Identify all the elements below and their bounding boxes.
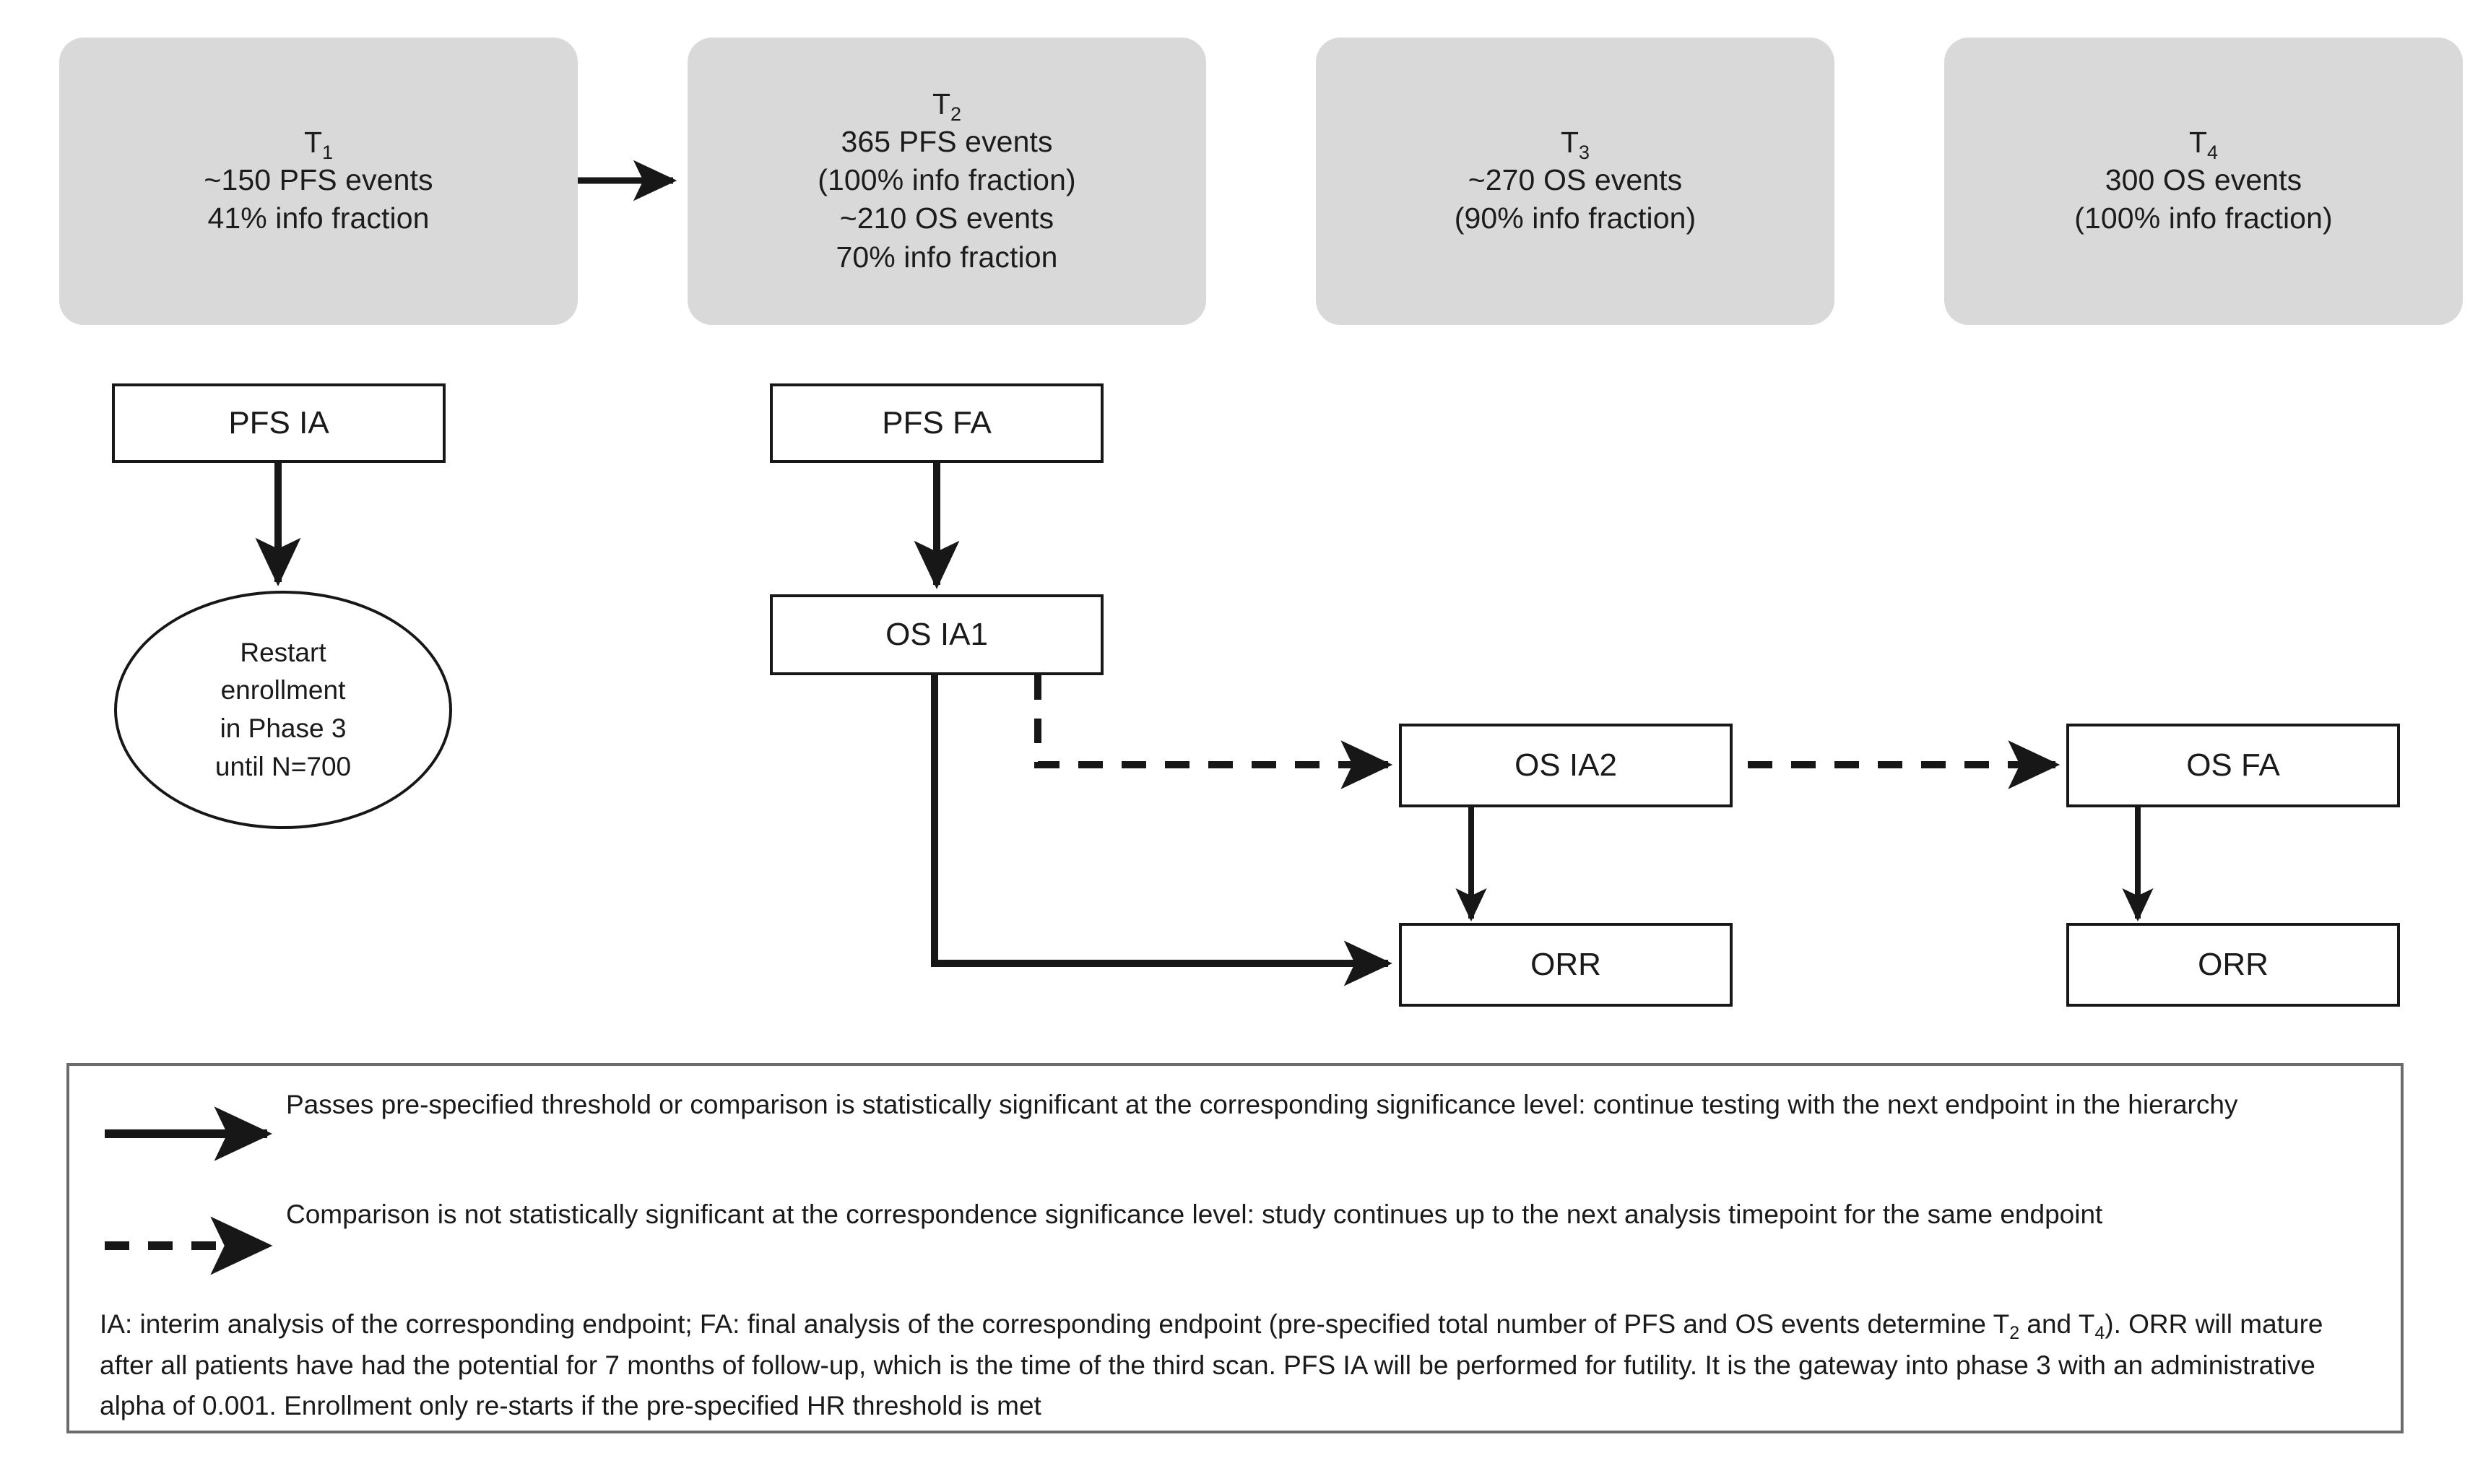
- timeline-line: (90% info fraction): [1454, 201, 1696, 235]
- node-pfs-ia[interactable]: PFS IA: [112, 383, 446, 463]
- timeline-line: (100% info fraction): [818, 163, 1076, 197]
- timeline-label-t2: T2: [932, 87, 962, 125]
- node-orr-right-label: ORR: [2198, 946, 2268, 982]
- node-os-fa-label: OS FA: [2186, 747, 2280, 783]
- timeline-box-t1: T1 ~150 PFS events 41% info fraction: [59, 38, 578, 325]
- node-orr-middle[interactable]: ORR: [1399, 923, 1733, 1007]
- timeline-label-t1: T1: [303, 126, 334, 164]
- legend-panel: Passes pre-specified threshold or compar…: [66, 1063, 2404, 1433]
- node-os-ia1[interactable]: OS IA1: [770, 594, 1104, 675]
- timeline-label-t3: T3: [1560, 126, 1590, 164]
- timeline-line: ~270 OS events: [1468, 163, 1683, 197]
- restart-line: enrollment: [220, 675, 346, 706]
- node-orr-right[interactable]: ORR: [2066, 923, 2400, 1007]
- timeline-line: (100% info fraction): [2074, 201, 2333, 235]
- restart-line: in Phase 3: [220, 713, 347, 743]
- edge-os-ia1-to-os-ia2-dashed: [1034, 675, 1393, 789]
- timeline-box-t3: T3 ~270 OS events (90% info fraction): [1316, 38, 1834, 325]
- restart-line: until N=700: [214, 751, 352, 781]
- footnote-sub2: 4: [2094, 1323, 2105, 1343]
- legend-footnote: IA: interim analysis of the correspondin…: [100, 1304, 2360, 1427]
- node-os-ia1-label: OS IA1: [885, 616, 988, 652]
- footnote-part3: ). ORR will mature after all patients ha…: [100, 1309, 2323, 1421]
- footnote-sub1: 2: [2009, 1323, 2020, 1343]
- legend-entry-dashed-text: Comparison is not statistically signific…: [286, 1199, 2103, 1229]
- timeline-line: 41% info fraction: [207, 201, 430, 235]
- restart-line: Restart: [240, 637, 326, 667]
- node-os-ia2-label: OS IA2: [1514, 747, 1617, 783]
- node-pfs-fa[interactable]: PFS FA: [770, 383, 1104, 463]
- timeline-box-t2: T2 365 PFS events (100% info fraction) ~…: [688, 38, 1206, 325]
- node-os-ia2[interactable]: OS IA2: [1399, 724, 1733, 807]
- edge-os-ia1-to-orr: [931, 675, 1392, 986]
- footnote-part2: and T: [2019, 1309, 2095, 1339]
- node-restart-enrollment[interactable]: Restart enrollment in Phase 3 until N=70…: [114, 591, 452, 829]
- node-pfs-ia-label: PFS IA: [228, 404, 329, 441]
- node-os-fa[interactable]: OS FA: [2066, 724, 2400, 807]
- footnote-part1: IA: interim analysis of the correspondin…: [100, 1309, 2010, 1339]
- timeline-label-t4: T4: [2188, 126, 2219, 164]
- timeline-line: ~150 PFS events: [204, 163, 433, 197]
- timeline-box-t4: T4 300 OS events (100% info fraction): [1944, 38, 2463, 325]
- node-orr-middle-label: ORR: [1530, 946, 1601, 982]
- timeline-line: ~210 OS events: [839, 201, 1054, 235]
- timeline-line: 365 PFS events: [841, 124, 1053, 158]
- node-pfs-fa-label: PFS FA: [882, 404, 992, 441]
- timeline-line: 70% info fraction: [836, 240, 1058, 274]
- legend-entry-solid-text: Passes pre-specified threshold or compar…: [286, 1090, 2238, 1119]
- timeline-line: 300 OS events: [2105, 163, 2302, 197]
